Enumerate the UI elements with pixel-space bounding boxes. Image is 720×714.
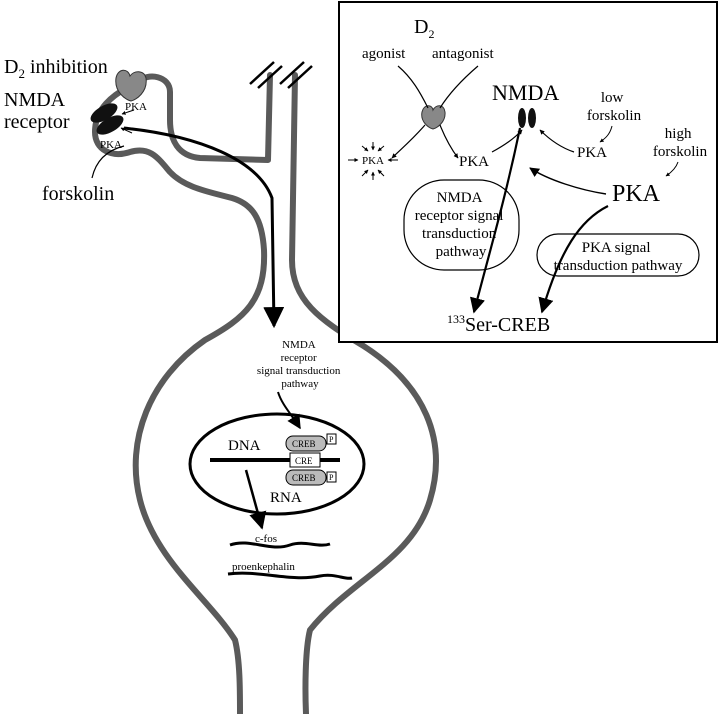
cfos-label: c-fos (255, 533, 277, 545)
cre-label: CRE (295, 456, 313, 466)
inset-pka-mid: PKA (459, 154, 489, 170)
cfos-mrna (229, 541, 331, 549)
low-forskolin-arrow (599, 125, 613, 143)
inset-pka-low: PKA (577, 145, 607, 161)
forskolin-curve (91, 145, 125, 179)
pathway-to-nucleus-arrow (277, 391, 301, 430)
rna-label: RNA (270, 490, 302, 506)
pathway-label: NMDA receptor signal transduction pathwa… (257, 339, 343, 390)
high-forskolin-arrow (665, 161, 679, 177)
high-pka-to-nmda-arrow (529, 167, 607, 195)
forskolin-label: forskolin (42, 183, 114, 205)
inset-pka-high: PKA (612, 181, 661, 207)
nmda-to-creb-arrow (470, 127, 522, 314)
pka-to-creb-arrow (538, 205, 609, 314)
antagonist-label: antagonist (432, 46, 494, 62)
inset-nmda-receptor-icon (518, 108, 536, 128)
nmda-receptor-icon (90, 103, 124, 135)
agonist-label: agonist (362, 46, 406, 62)
pka-inhibition-marks (348, 142, 398, 180)
inset-d2-label: D2 (414, 16, 434, 41)
spine-pka-bottom: PKA (100, 139, 122, 151)
nmda-receptor-label-line1: NMDA (4, 89, 66, 111)
low-pka-to-nmda-arrow (539, 129, 575, 153)
dendrite-break-marks (249, 61, 313, 89)
spine-pka-top: PKA (125, 101, 147, 113)
creb-complex (285, 433, 337, 486)
inhibited-pka-label: PKA (362, 155, 384, 167)
inset-nmda-label: NMDA (492, 80, 559, 105)
agonist-antagonist-curves (391, 65, 479, 159)
ser-creb-label: 133Ser-CREB (447, 312, 550, 336)
proenkephalin-mrna (227, 571, 353, 580)
nucleus (188, 412, 366, 516)
low-forskolin-label: low forskolin (587, 90, 642, 124)
proenkephalin-label: proenkephalin (232, 561, 295, 573)
inset-panel (338, 1, 718, 343)
phospho-top-label: P (329, 435, 334, 444)
d2-receptor-icon (115, 69, 147, 102)
pka-pathway-box (536, 233, 700, 277)
high-forskolin-label: high forskolin (653, 126, 708, 160)
d2-inhibition-label: D2 inhibition (4, 56, 108, 81)
phospho-bottom-label: P (329, 473, 334, 482)
nmda-pathway-label: NMDA receptor signal transduction pathwa… (415, 190, 507, 260)
nmda-signal-line (123, 126, 285, 329)
transcription-arrow (244, 469, 267, 530)
inset-d2-receptor-icon (421, 105, 446, 130)
pka-small-arrows (120, 109, 135, 134)
creb-bottom-label: CREB (292, 473, 316, 483)
nmda-receptor-label-line2: receptor (4, 111, 70, 133)
pka-pathway-label: PKA signal transduction pathway (554, 240, 683, 274)
dna-label: DNA (228, 438, 261, 454)
creb-top-label: CREB (292, 439, 316, 449)
